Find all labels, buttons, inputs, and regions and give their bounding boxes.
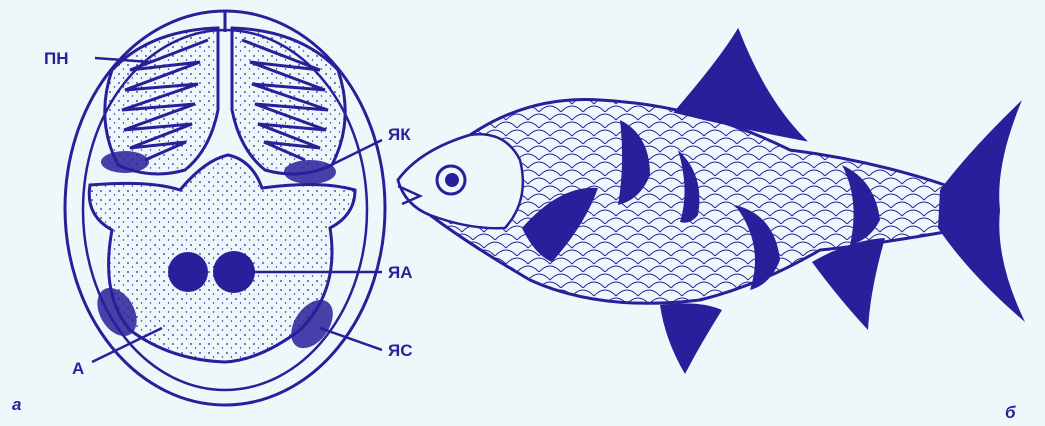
- label-a: А: [72, 359, 84, 378]
- spore-diagram: ПН ЯК ЯА ЯС А а: [12, 11, 413, 414]
- fish-illustration: б: [398, 30, 1025, 422]
- fish-pupil: [445, 173, 459, 187]
- label-yak: ЯК: [388, 125, 411, 144]
- germ-nucleus-left: [168, 252, 208, 292]
- pelvic-fin: [660, 303, 722, 374]
- label-ys: ЯС: [388, 341, 413, 360]
- tail-fin: [938, 100, 1025, 322]
- panel-letter-b: б: [1005, 403, 1016, 422]
- panel-letter-a: а: [12, 395, 21, 414]
- capsule-nucleus-right: [284, 160, 336, 184]
- label-pn: ПН: [44, 49, 69, 68]
- label-ya: ЯА: [388, 263, 413, 282]
- capsule-nucleus-left: [101, 151, 149, 173]
- anal-fin: [812, 238, 885, 330]
